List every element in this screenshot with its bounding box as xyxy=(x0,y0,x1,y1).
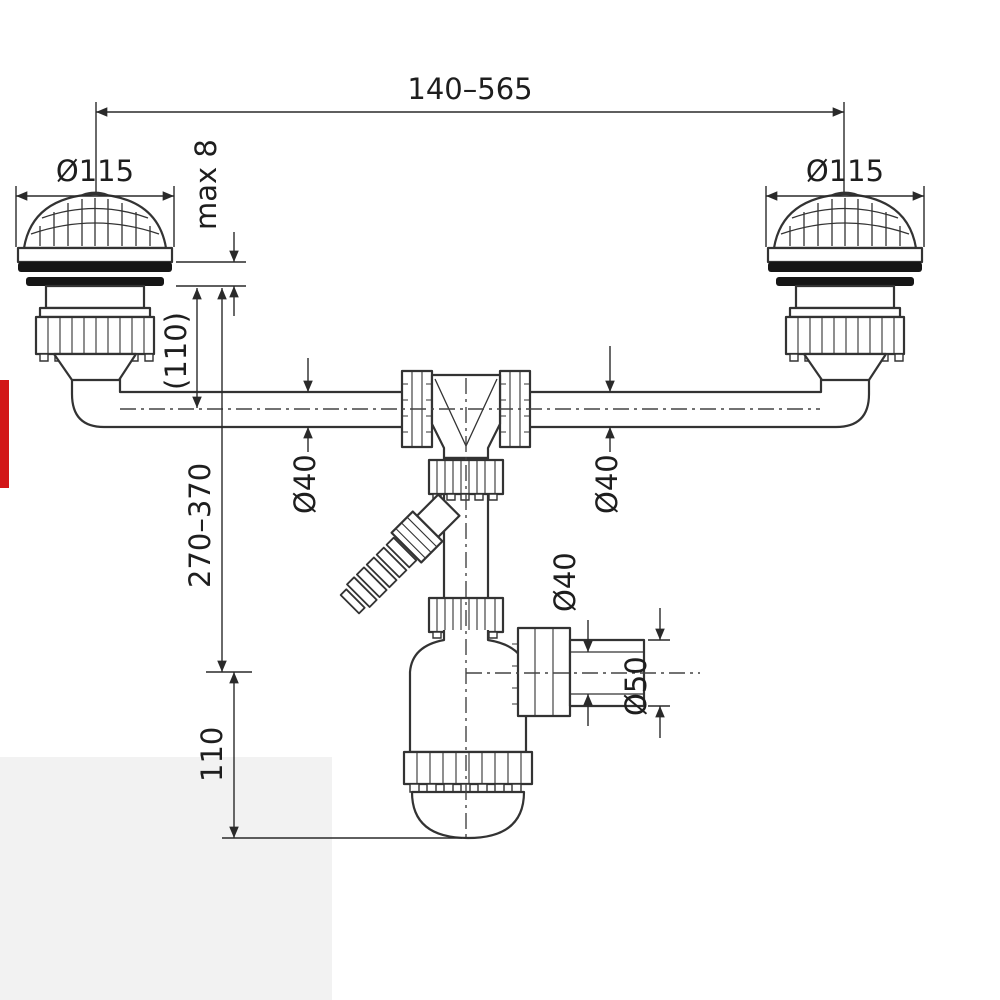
bottle-trap xyxy=(402,626,646,840)
dim-label-dia40-outlet: Ø40 xyxy=(548,552,582,612)
centerlines xyxy=(120,378,820,838)
dimensions: 140–565 Ø115 Ø115 max 8 (110) 270–370 11… xyxy=(15,72,925,839)
outlet-nut xyxy=(516,626,572,718)
dim-label-max8: max 8 xyxy=(189,139,223,230)
dim-label-dia115-left: Ø115 xyxy=(56,154,134,188)
trap-bottom-ring xyxy=(402,750,534,786)
corrugated-hose xyxy=(339,536,418,615)
dishwasher-branch xyxy=(339,493,461,615)
dim-label-270-370: 270–370 xyxy=(183,463,217,588)
dim-label-dia115-right: Ø115 xyxy=(806,154,884,188)
dim-label-dia50-outlet: Ø50 xyxy=(619,656,653,716)
dim-label-dia40-left: Ø40 xyxy=(288,454,322,514)
dim-label-span: 140–565 xyxy=(407,72,532,106)
dim-label-110-trap: 110 xyxy=(195,727,229,782)
gray-panel xyxy=(0,757,332,1000)
red-edge-strip xyxy=(0,380,9,488)
dim-label-dia40-right: Ø40 xyxy=(590,454,624,514)
trap-dome xyxy=(410,790,526,840)
dim-label-110-paren: (110) xyxy=(159,312,193,390)
